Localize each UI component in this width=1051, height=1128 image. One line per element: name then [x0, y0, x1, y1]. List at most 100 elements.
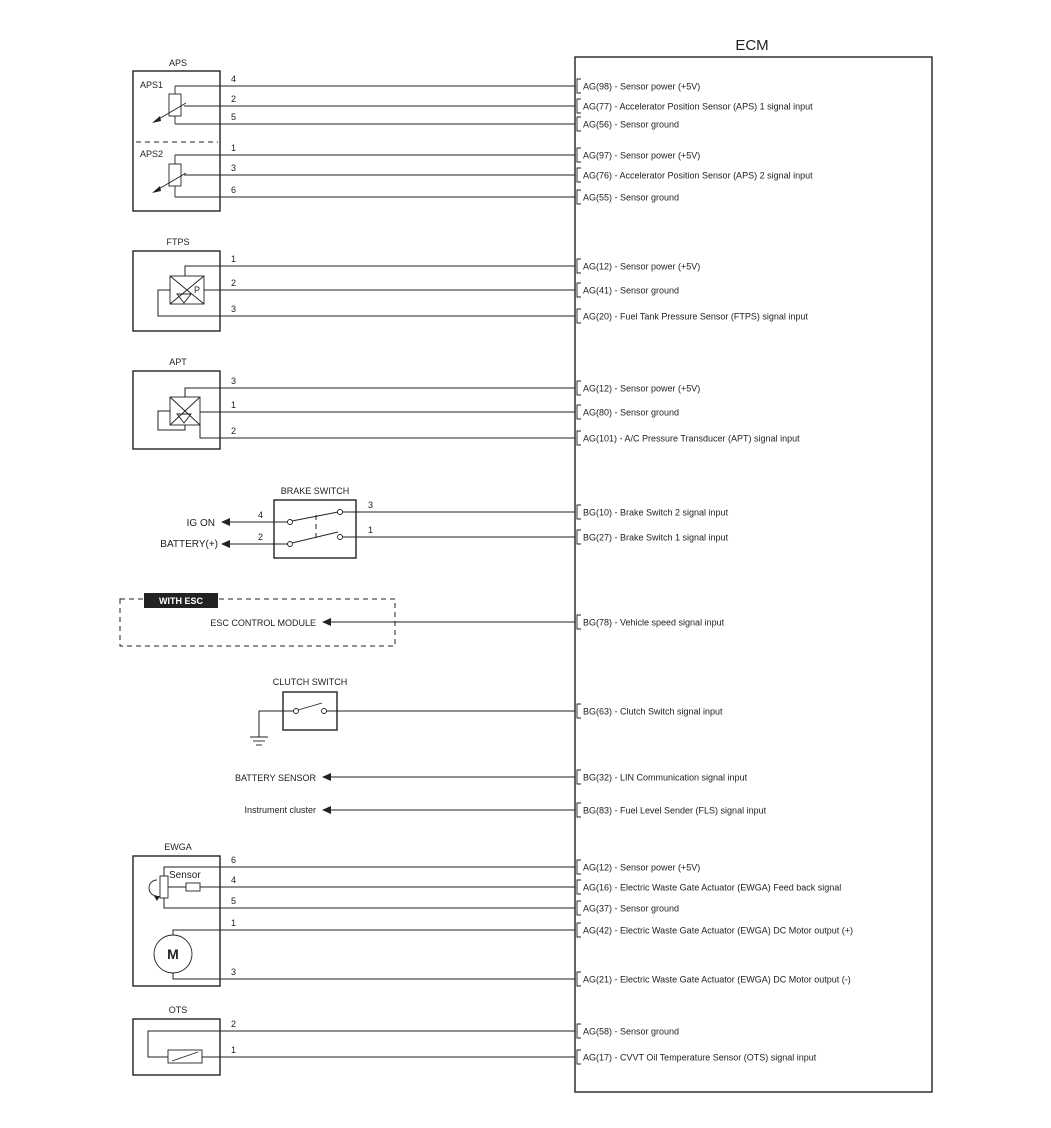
ecm-signal-label: AG(37) - Sensor ground — [583, 904, 679, 914]
esc-arrow-icon — [322, 618, 331, 626]
esc-component: WITH ESC ESC CONTROL MODULE — [119, 593, 396, 647]
aps1-label: APS1 — [140, 80, 163, 90]
ots-component: OTS — [132, 1005, 221, 1076]
pin-number: 1 — [231, 143, 236, 153]
battery-arrow-icon — [221, 540, 230, 548]
connector-bracket — [576, 802, 581, 818]
apt-pressure-transducer-icon — [169, 396, 201, 426]
ewga-title: EWGA — [164, 842, 192, 852]
connector-bracket — [576, 769, 581, 785]
ecm-signal-label: AG(12) - Sensor power (+5V) — [583, 262, 700, 272]
pin-number: 1 — [368, 525, 373, 535]
ecm-signal-label: AG(80) - Sensor ground — [583, 408, 679, 418]
connector-bracket — [576, 922, 581, 938]
esc-module-label: ESC CONTROL MODULE — [210, 618, 316, 628]
ecm-signal-label: AG(56) - Sensor ground — [583, 120, 679, 130]
ewga-component: EWGA Sensor M — [132, 842, 221, 987]
pin-number: 3 — [368, 500, 373, 510]
aps-title: APS — [169, 58, 187, 68]
ftps-box — [132, 250, 221, 332]
connector-bracket — [576, 78, 581, 94]
connector-bracket — [576, 900, 581, 916]
brake-switch-title: BRAKE SWITCH — [281, 486, 350, 496]
ecm-signal-label: BG(27) - Brake Switch 1 signal input — [583, 533, 729, 543]
connector-bracket — [576, 98, 581, 114]
pin-number: 4 — [231, 74, 236, 84]
pin-number: 4 — [258, 510, 263, 520]
connector-bracket — [576, 147, 581, 163]
aps2-potentiometer-icon — [152, 155, 187, 197]
pin-number: 5 — [231, 896, 236, 906]
motor-icon: M — [153, 934, 193, 974]
connector-bracket — [576, 504, 581, 520]
brake-switch-component: BRAKE SWITCH IG ON BATTERY(+) — [160, 486, 357, 559]
ecm-signal-label: BG(32) - LIN Communication signal input — [583, 773, 748, 783]
pin-number: 2 — [231, 1019, 236, 1029]
pin-number: 1 — [231, 400, 236, 410]
ecm-signal-label: BG(83) - Fuel Level Sender (FLS) signal … — [583, 806, 767, 816]
ig-on-label: IG ON — [187, 518, 215, 529]
ecm-title: ECM — [735, 37, 768, 54]
ecm-signal-label: AG(77) - Accelerator Position Sensor (AP… — [583, 102, 813, 112]
ecm-signal-label: AG(17) - CVVT Oil Temperature Sensor (OT… — [583, 1053, 817, 1063]
instrument-cluster-label: Instrument cluster — [244, 805, 316, 815]
clutch-switch-contact-icon — [293, 702, 327, 714]
pin-number: 2 — [258, 532, 263, 542]
connector-bracket — [576, 282, 581, 298]
pin-number: 2 — [231, 278, 236, 288]
with-esc-badge — [144, 593, 218, 608]
battery-sensor-label: BATTERY SENSOR — [235, 773, 317, 783]
ecm-signal-label: AG(12) - Sensor power (+5V) — [583, 384, 700, 394]
ecm-signal-label: AG(41) - Sensor ground — [583, 286, 679, 296]
connector-bracket — [576, 404, 581, 420]
pin-number: 1 — [231, 1045, 236, 1055]
ftps-title: FTPS — [166, 237, 189, 247]
ecm-signal-label: AG(42) - Electric Waste Gate Actuator (E… — [583, 926, 853, 936]
pin-number: 6 — [231, 855, 236, 865]
pin-number: 3 — [231, 163, 236, 173]
ecm-signal-label: BG(10) - Brake Switch 2 signal input — [583, 508, 729, 518]
connector-bracket — [576, 1049, 581, 1065]
pin-number: 2 — [231, 426, 236, 436]
connector-bracket — [576, 308, 581, 324]
apt-component: APT — [132, 357, 221, 450]
connector-bracket — [576, 380, 581, 396]
battery-plus-label: BATTERY(+) — [160, 539, 218, 550]
ecm-signal-label: AG(76) - Accelerator Position Sensor (AP… — [583, 171, 813, 181]
pin-number: 6 — [231, 185, 236, 195]
ots-thermistor-icon — [167, 1049, 203, 1064]
connector-bracket — [576, 258, 581, 274]
instrument-cluster-arrow-icon — [322, 806, 331, 814]
brake-switch-box — [273, 499, 357, 559]
aps-box — [132, 70, 221, 212]
connector-bracket — [576, 971, 581, 987]
ftps-p-mark: P — [194, 285, 200, 295]
ecm-signal-label: AG(98) - Sensor power (+5V) — [583, 82, 700, 92]
aps1-potentiometer-icon — [152, 86, 187, 124]
brake-switch-contacts-icon — [287, 509, 343, 547]
aps2-label: APS2 — [140, 149, 163, 159]
ecm-signal-label: AG(12) - Sensor power (+5V) — [583, 863, 700, 873]
apt-box — [132, 370, 221, 450]
connector-bracket — [576, 859, 581, 875]
connector-bracket — [576, 116, 581, 132]
ecm-signal-label: AG(20) - Fuel Tank Pressure Sensor (FTPS… — [583, 312, 808, 322]
pin-number: 3 — [231, 967, 236, 977]
ecm-signal-label: AG(16) - Electric Waste Gate Actuator (E… — [583, 883, 841, 893]
ecm-signal-labels: AG(98) - Sensor power (+5V) AG(77) - Acce… — [583, 82, 853, 1063]
pin-number: 2 — [231, 94, 236, 104]
ground-icon — [250, 736, 268, 746]
connector-bracket — [576, 703, 581, 719]
connector-bracket — [576, 529, 581, 545]
ewga-sensor-label: Sensor — [169, 870, 201, 881]
pin-number: 3 — [231, 376, 236, 386]
ecm-signal-label: AG(97) - Sensor power (+5V) — [583, 151, 700, 161]
clutch-switch-component: CLUTCH SWITCH — [250, 677, 347, 746]
ftps-pressure-sensor-icon: P — [169, 275, 205, 305]
connector-bracket — [576, 1023, 581, 1039]
ecm-signal-label: BG(63) - Clutch Switch signal input — [583, 707, 723, 717]
ftps-component: FTPS P — [132, 237, 221, 332]
pin-number: 5 — [231, 112, 236, 122]
